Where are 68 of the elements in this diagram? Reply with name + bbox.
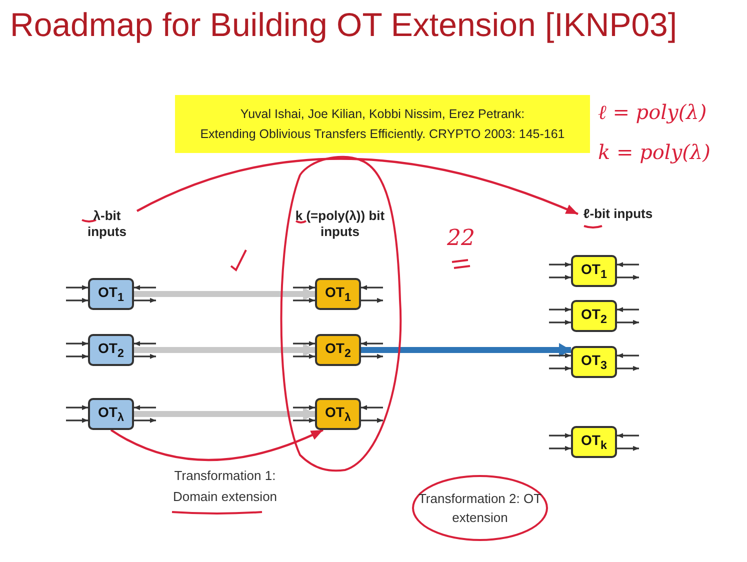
- arrow: [66, 285, 88, 290]
- ot-box: OT$_{k}$: [571, 426, 617, 458]
- arrow: [617, 433, 639, 438]
- arrow: [617, 353, 639, 358]
- arrow: [549, 274, 571, 280]
- block-arrow: [134, 287, 315, 301]
- ot-box: OT$_{λ}$: [88, 398, 134, 430]
- arrow: [293, 341, 315, 346]
- arrow: [617, 262, 639, 268]
- ot-box: OT$_{1}$: [571, 255, 617, 287]
- ot-box: OT$_{λ}$: [315, 398, 361, 430]
- block-arrow: [134, 343, 315, 357]
- arrow: [134, 405, 156, 410]
- arrow: [549, 307, 571, 312]
- ot-box: OT$_{1}$: [88, 278, 134, 310]
- arrow: [293, 298, 315, 303]
- arrow: [361, 405, 383, 410]
- arrow: [617, 274, 639, 280]
- ot-box: OT$_{1}$: [315, 278, 361, 310]
- arrow: [617, 307, 639, 312]
- slide-title: Roadmap for Building OT Extension [IKNP03]: [10, 6, 678, 44]
- column-heading: ℓ-bit inputs: [578, 203, 658, 225]
- arrow: [361, 341, 383, 346]
- ot-box: OT$_{2}$: [571, 300, 617, 332]
- circled-note: Transformation 2: OT extension: [412, 475, 548, 541]
- citation-box: [175, 95, 590, 153]
- arrow: [66, 341, 88, 346]
- arrow: [66, 298, 88, 303]
- arrow: [134, 298, 156, 303]
- arrow: [549, 446, 571, 451]
- handwritten-arrow: [110, 429, 324, 462]
- arrow: [549, 320, 571, 325]
- ot-box: OT$_{2}$: [88, 334, 134, 366]
- handwritten-note: ℓ = poly(λ): [598, 100, 707, 125]
- ot-box: OT$_{2}$: [315, 334, 361, 366]
- ot-box: OT$_{3}$: [571, 346, 617, 378]
- note-text: Transformation 1: Domain extension: [172, 467, 278, 506]
- handwritten-note: k = poly(λ): [598, 140, 710, 164]
- arrow: [293, 405, 315, 410]
- arrow: [293, 354, 315, 359]
- arrow: [66, 418, 88, 423]
- arrow: [134, 354, 156, 359]
- arrow: [549, 262, 571, 268]
- handwritten-arrow: [136, 158, 578, 216]
- arrow: [361, 354, 383, 359]
- arrow: [617, 366, 639, 371]
- column-heading: λ-bit inputs: [72, 203, 142, 245]
- block-arrow: [134, 407, 315, 421]
- arrow: [361, 418, 383, 423]
- arrow: [134, 418, 156, 423]
- arrow: [66, 405, 88, 410]
- arrow: [617, 446, 639, 451]
- handwritten-note: 22: [447, 226, 475, 251]
- arrow: [66, 354, 88, 359]
- arrow: [549, 433, 571, 438]
- block-arrow: [361, 343, 571, 357]
- arrow: [293, 285, 315, 290]
- arrow: [361, 298, 383, 303]
- arrow: [549, 353, 571, 358]
- arrow: [293, 418, 315, 423]
- arrow: [361, 285, 383, 290]
- arrow: [617, 320, 639, 325]
- arrow: [549, 366, 571, 371]
- citation-line: Extending Oblivious Transfers Efficiently. CRYPTO 2003: 145-161: [200, 126, 565, 143]
- citation-line: Yuval Ishai, Joe Kilian, Kobbi Nissim, Erez Petrank:: [240, 106, 525, 123]
- arrow: [134, 341, 156, 346]
- arrow: [134, 285, 156, 290]
- column-heading: k (=poly(λ)) bit inputs: [290, 203, 390, 245]
